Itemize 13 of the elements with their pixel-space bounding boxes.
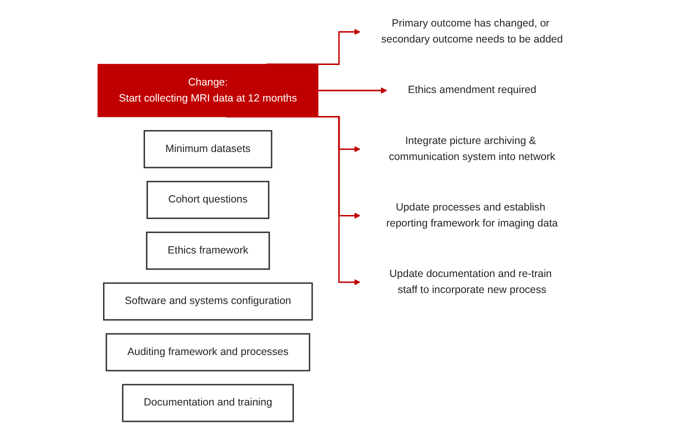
arrow: [318, 87, 388, 94]
node-text: Ethics amendment required: [408, 84, 536, 96]
node-box: Documentation and training: [122, 384, 294, 422]
node-box: Software and systems configuration: [103, 282, 313, 321]
node-box: Ethics framework: [146, 232, 270, 270]
node-text: Update processes and establish reporting framework for imaging data: [386, 201, 558, 229]
node-text: Primary outcome has changed, or secondary outcome needs to be added: [381, 18, 563, 46]
node-box: Change: Start collecting MRI data at 12 months: [98, 64, 318, 118]
node-text: Update documentation and re-train staff to incorporate new process: [389, 268, 552, 296]
node-text: Integrate picture archiving & communication system into network: [388, 134, 556, 162]
node-box: Cohort questions: [146, 180, 270, 220]
node-box: Minimum datasets: [144, 130, 272, 168]
node-box: Auditing framework and processes: [106, 333, 310, 372]
